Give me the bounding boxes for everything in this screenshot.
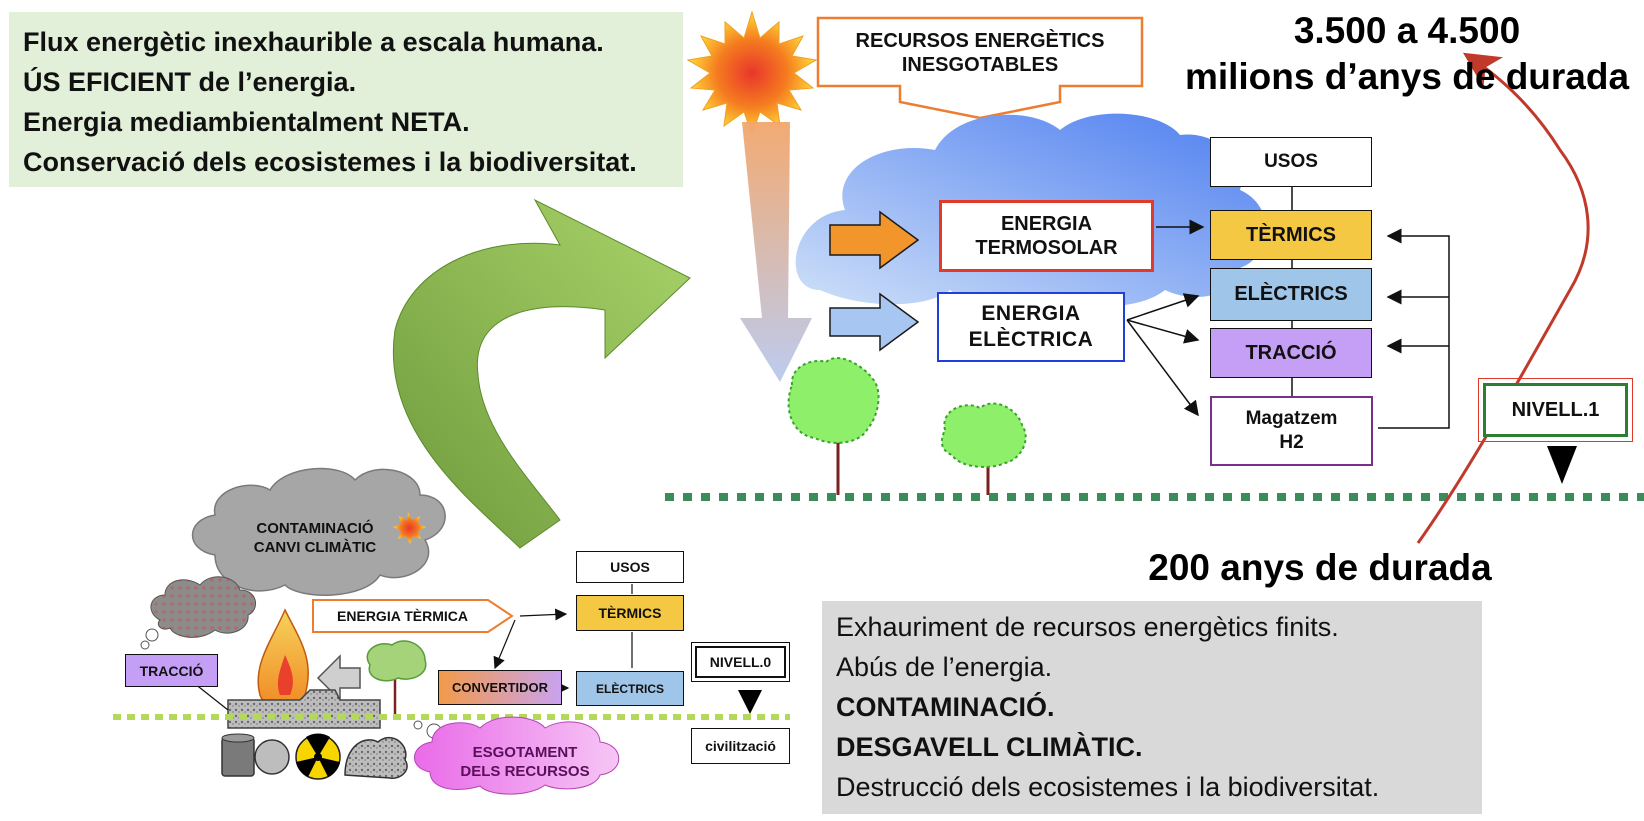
storage-line1: Magatzem bbox=[1245, 408, 1338, 429]
short-duration-label: 200 anys de durada bbox=[1148, 547, 1492, 588]
long-duration-line1: 3.500 a 4.500 bbox=[1293, 10, 1521, 51]
transition-arrow bbox=[392, 198, 691, 549]
resources-callout-line1: RECURSOS ENERGÈTICS bbox=[855, 30, 1105, 52]
civilization-box: civilització bbox=[691, 728, 790, 764]
benefit-line: Flux energètic inexhaurible a escala hum… bbox=[23, 27, 604, 57]
resources-callout-shape bbox=[816, 16, 1144, 120]
thermosolar-energy-box: ENERGIA TERMOSOLAR bbox=[939, 200, 1154, 272]
long-duration-label: 3.500 a 4.500 milions d’anys de durada bbox=[1170, 8, 1644, 100]
effect-line: Abús de l’energia. bbox=[836, 652, 1053, 682]
depletion-cloud bbox=[414, 716, 620, 795]
electric-uses-box-level0: ELÈCTRICS bbox=[576, 671, 684, 706]
traction-box-level0: TRACCIÓ bbox=[125, 654, 218, 687]
electric-energy-box: ENERGIA ELÈCTRICA bbox=[937, 292, 1125, 362]
thermal-energy-label: ENERGIA TÈRMICA bbox=[337, 608, 468, 624]
level1-marker-icon bbox=[1547, 446, 1577, 484]
smoke-cloud bbox=[150, 576, 256, 638]
depletion-line1: ESGOTAMENT bbox=[472, 744, 578, 761]
thermal-uses-box-level1: TÈRMICS bbox=[1210, 210, 1372, 260]
electric-energy-line1: ENERGIA bbox=[981, 302, 1081, 325]
oil-barrel-icon bbox=[221, 733, 255, 777]
resources-callout-line2: INESGOTABLES bbox=[901, 54, 1059, 76]
thermal-uses-box-level0: TÈRMICS bbox=[576, 595, 684, 631]
level0-badge: NIVELL.0 bbox=[691, 642, 790, 682]
unsustainable-effects-panel: Exhauriment de recursos energètics finit… bbox=[822, 601, 1482, 814]
uses-box-level0: USOS bbox=[576, 551, 684, 583]
benefit-line: ÚS EFICIENT de l’energia. bbox=[23, 67, 357, 97]
tree-icon bbox=[940, 402, 1027, 495]
tree-icon bbox=[787, 357, 880, 495]
storage-line2: H2 bbox=[1279, 432, 1304, 453]
thermosolar-line1: ENERGIA bbox=[1000, 213, 1093, 235]
level1-label: NIVELL.1 bbox=[1483, 383, 1628, 437]
pollution-label: CONTAMINACIÓ CANVI CLIMÀTIC bbox=[230, 516, 400, 560]
fossil-fuel-base bbox=[227, 689, 381, 729]
level1-badge: NIVELL.1 bbox=[1478, 378, 1633, 442]
effect-line: Exhauriment de recursos energètics finit… bbox=[836, 612, 1339, 642]
electric-input-arrow bbox=[829, 292, 920, 352]
coal-pile-icon bbox=[344, 736, 408, 779]
pollution-line2: CANVI CLIMÀTIC bbox=[253, 539, 377, 556]
benefit-line: Energia mediambientalment NETA. bbox=[23, 107, 470, 137]
benefit-line: Conservació dels ecosistemes i la biodiv… bbox=[23, 147, 637, 177]
pollution-cloud bbox=[191, 467, 446, 596]
depletion-line2: DELS RECURSOS bbox=[460, 763, 590, 780]
hydrogen-storage-box: Magatzem H2 bbox=[1210, 396, 1373, 466]
effect-line: CONTAMINACIÓ. bbox=[836, 692, 1055, 722]
effect-line: Destrucció dels ecosistemes i la biodive… bbox=[836, 772, 1380, 802]
electric-energy-line2: ELÈCTRICA bbox=[968, 328, 1094, 351]
nuclear-icon bbox=[295, 733, 341, 780]
level0-marker-icon bbox=[738, 690, 762, 714]
sunlight-arrow bbox=[740, 122, 812, 382]
gas-sphere-icon bbox=[254, 739, 290, 775]
small-sun-icon bbox=[393, 512, 426, 544]
traction-uses-box-level1: TRACCIÓ bbox=[1210, 328, 1372, 378]
thermal-input-arrow bbox=[829, 210, 920, 270]
depletion-label: ESGOTAMENT DELS RECURSOS bbox=[445, 740, 605, 784]
level0-label: NIVELL.0 bbox=[695, 646, 786, 678]
electric-uses-box-level1: ELÈCTRICS bbox=[1210, 268, 1372, 321]
converter-box: CONVERTIDOR bbox=[438, 670, 562, 705]
effect-line: DESGAVELL CLIMÀTIC. bbox=[836, 732, 1143, 762]
thermosolar-line2: TERMOSOLAR bbox=[975, 237, 1118, 259]
small-tree-icon bbox=[366, 640, 427, 718]
conversion-back-arrow bbox=[316, 654, 361, 702]
duration-arrow bbox=[1416, 52, 1590, 544]
thermal-energy-callout-shape bbox=[312, 599, 514, 633]
pollution-line1: CONTAMINACIÓ bbox=[256, 520, 374, 537]
sustainable-benefits-panel: Flux energètic inexhaurible a escala hum… bbox=[9, 12, 683, 187]
resources-callout: RECURSOS ENERGÈTICS INESGOTABLES bbox=[820, 22, 1140, 84]
long-duration-line2: milions d’anys de durada bbox=[1184, 56, 1630, 97]
sun-icon bbox=[686, 10, 818, 136]
uses-box-level1: USOS bbox=[1210, 137, 1372, 187]
